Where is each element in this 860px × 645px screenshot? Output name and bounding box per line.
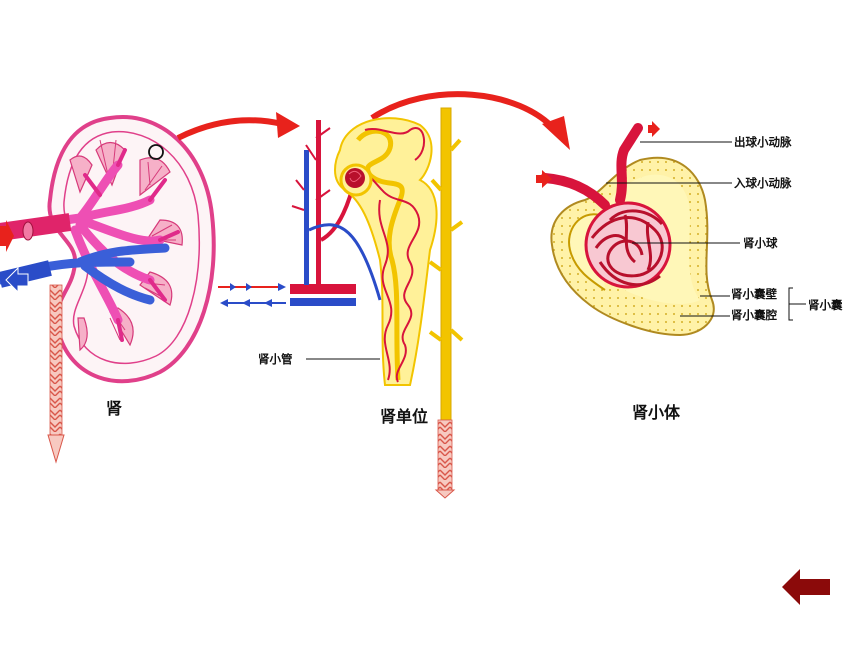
label-renal-tubule: 肾小管 bbox=[258, 352, 293, 366]
label-capsule-wall: 肾小囊壁 bbox=[731, 287, 777, 301]
label-nephron: 肾单位 bbox=[380, 407, 428, 426]
curved-arrow-kidney-to-nephron bbox=[176, 112, 300, 141]
label-capsule-cavity: 肾小囊腔 bbox=[731, 308, 777, 322]
label-renal-corpuscle: 肾小体 bbox=[632, 403, 681, 422]
label-bowman-capsule: 肾小囊 bbox=[808, 298, 843, 312]
back-arrow-icon bbox=[782, 569, 830, 605]
label-afferent-arteriole: 入球小动脉 bbox=[734, 176, 792, 190]
label-kidney: 肾 bbox=[106, 399, 122, 418]
back-button[interactable] bbox=[780, 567, 832, 607]
label-efferent-arteriole: 出球小动脉 bbox=[734, 135, 792, 149]
label-glomerulus: 肾小球 bbox=[743, 236, 778, 250]
renal-corpuscle-illustration bbox=[536, 121, 806, 337]
kidney-illustration bbox=[0, 115, 216, 464]
nephron-illustration bbox=[218, 107, 464, 499]
curved-arrow-nephron-to-corpuscle bbox=[370, 91, 570, 150]
